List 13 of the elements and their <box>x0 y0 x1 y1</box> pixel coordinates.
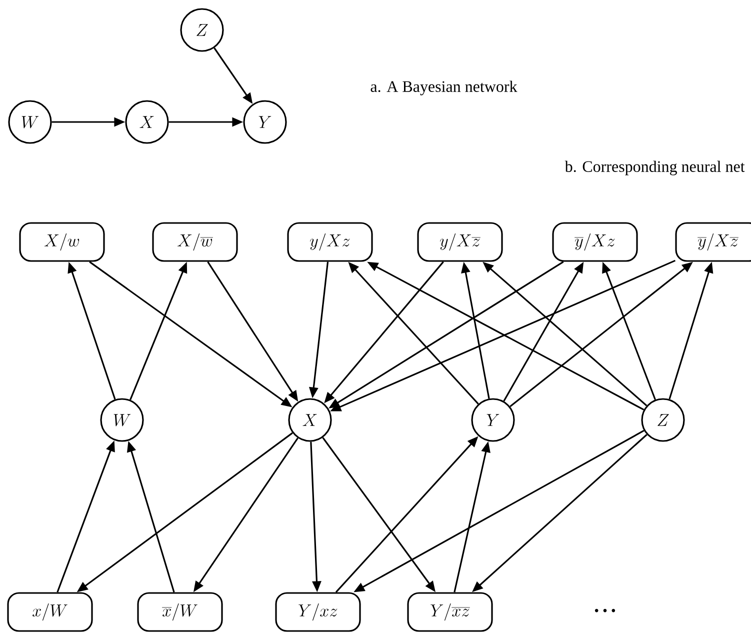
caption-text: a. A Bayesian network <box>370 80 518 96</box>
unit-box: $Y / \overline{xz}$ <box>407 592 493 632</box>
ellipsis: • • • <box>594 608 616 612</box>
unit-box: $\overline{y} / Xz$ <box>552 222 638 262</box>
unit-box: $X / \overline{w}$ <box>152 222 238 262</box>
unit-box: $Y / xz$ <box>275 592 361 632</box>
unit-box: $y / Xz$ <box>287 222 373 262</box>
unit-box: $\overline{x} / W$ <box>137 592 223 632</box>
unit-box: $X / w$ <box>19 222 105 262</box>
unit-box: $\overline{y} / X\overline{z}$ <box>675 222 751 262</box>
caption-text: b. Corresponding neural net <box>564 160 745 176</box>
unit-box: $y / X\overline{z}$ <box>417 222 503 262</box>
unit-box: $x / W$ <box>7 592 93 632</box>
